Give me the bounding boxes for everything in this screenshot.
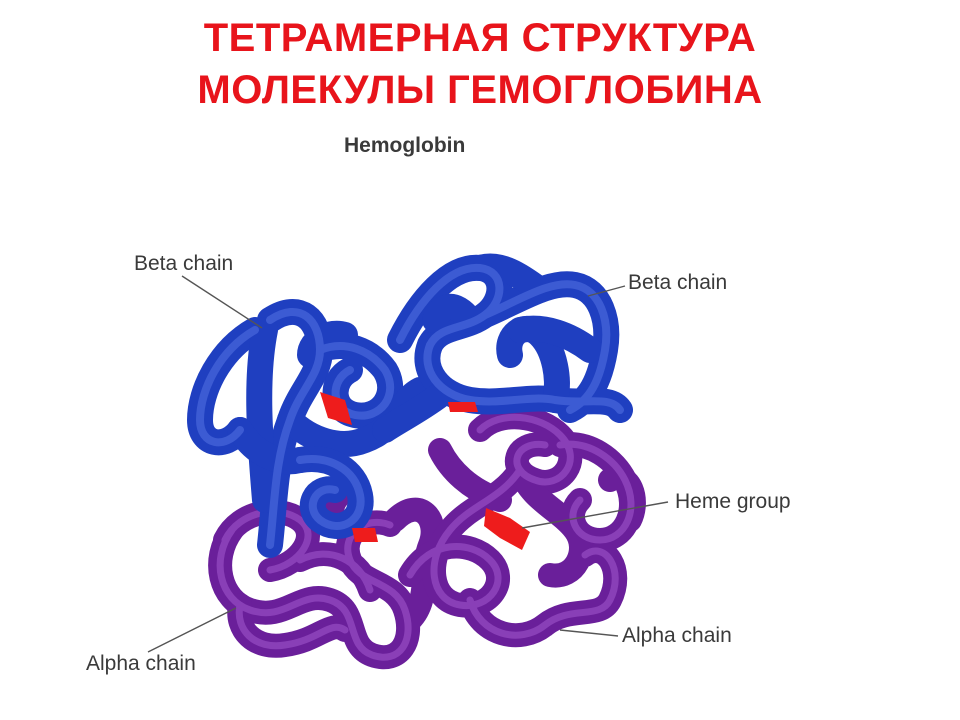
- leader-alpha-left: [147, 607, 237, 653]
- label-alpha-chain-right: Alpha chain: [622, 624, 732, 647]
- label-beta-chain-right: Beta chain: [628, 271, 728, 294]
- leader-heme: [521, 501, 669, 529]
- leader-beta-right: [587, 285, 626, 297]
- figure-title: Hemoglobin: [344, 134, 466, 157]
- beta-chain-right: [372, 253, 633, 443]
- heme-group: [320, 392, 352, 425]
- label-heme-group: Heme group: [675, 490, 791, 513]
- heme-group: [448, 402, 478, 412]
- label-beta-chain-left: Beta chain: [134, 252, 234, 275]
- heme-groups: [320, 392, 530, 550]
- beta-chain-left: [187, 299, 433, 558]
- heme-group: [352, 528, 378, 542]
- heme-group: [484, 508, 530, 550]
- leader-alpha-right: [559, 629, 619, 637]
- leader-lines: [147, 275, 669, 653]
- slide-title-line-1: ТЕТРАМЕРНАЯ СТРУКТУРА: [203, 16, 757, 60]
- slide-title: ТЕТРАМЕРНАЯ СТРУКТУРА МОЛЕКУЛЫ ГЕМОГЛОБИ…: [0, 12, 960, 116]
- alpha-chain-right: [398, 405, 646, 648]
- leader-beta-left: [181, 275, 263, 329]
- label-alpha-chain-left: Alpha chain: [86, 652, 196, 675]
- slide-title-line-2: МОЛЕКУЛЫ ГЕМОГЛОБИНА: [197, 68, 763, 112]
